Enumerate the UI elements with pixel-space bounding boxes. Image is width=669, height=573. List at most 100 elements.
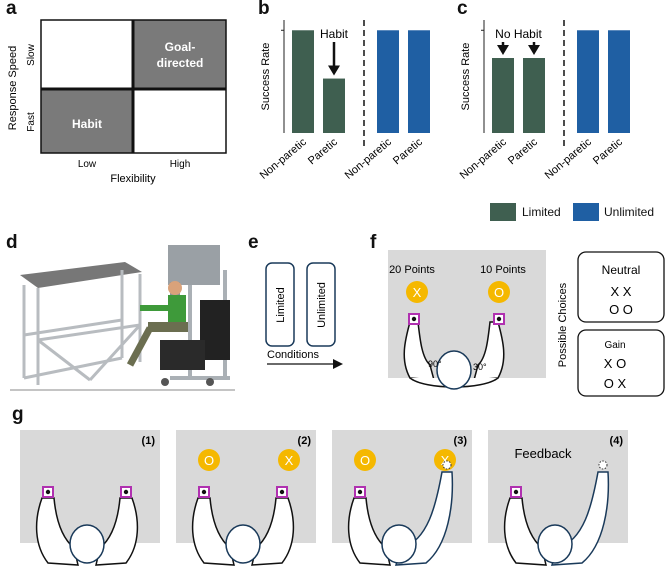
annotation-label-b: Habit: [320, 27, 349, 41]
possible-choices-label: Possible Choices: [557, 282, 569, 367]
habit-quadrant-label: Habit: [72, 117, 102, 131]
neutral-row-1: X X: [611, 284, 632, 299]
y-slow-label: Slow: [26, 43, 37, 65]
panel-f-task: 20 Points 10 Points X O 90° 30° Possible…: [388, 250, 665, 397]
arms-1: [35, 497, 139, 566]
arms-3: [347, 471, 454, 566]
bar-b-1: [323, 78, 345, 133]
annotation-label-c: No Habit: [495, 27, 542, 41]
panel-label-a: a: [6, 0, 17, 19]
right-hand-cursor-3: [442, 460, 452, 470]
person-legs-upper: [148, 322, 188, 332]
condition-box-unlimited: [306, 262, 336, 347]
left-hand-dot-4: [513, 489, 519, 495]
person-head: [168, 281, 182, 295]
panel-a-quadrant: Goal- directed Habit Response Speed Slow…: [7, 19, 227, 185]
right-hand-dot: [496, 316, 502, 322]
participant-head-2: [225, 524, 261, 564]
step2-target-right-circle: [278, 449, 300, 471]
left-hand-dot-1: [45, 489, 51, 495]
left-arm-4: [503, 497, 547, 566]
gain-row-1: X O: [604, 356, 626, 371]
bar-c-2: [577, 30, 599, 133]
panel-g-steps: (1) (2) (3) (4) O X O X Feedback: [20, 430, 628, 566]
person-legs-lower: [126, 326, 154, 367]
step-label-4: (4): [610, 435, 624, 447]
right-hand-cursor-4: [598, 460, 608, 470]
quadrant-bottom-right: [133, 89, 226, 153]
annotation-arrow-head-c-1: [528, 45, 540, 56]
step3-target-right-symbol: X: [441, 453, 450, 468]
step-label-2: (2): [298, 435, 312, 447]
x-low-label: Low: [78, 159, 97, 170]
wheel-2: [206, 378, 214, 386]
right-arm-reaching-4: [550, 471, 610, 566]
panel-label-f: f: [370, 232, 377, 253]
bar-b-2: [377, 30, 399, 133]
step3-target-left-symbol: O: [360, 453, 370, 468]
x-high-label: High: [170, 159, 191, 170]
panel-label-b: b: [258, 0, 270, 19]
bar-b-0: [292, 30, 314, 133]
legend-swatch-unlimited: [573, 203, 599, 221]
quadrant-goal-directed: [133, 20, 226, 89]
bar-c-1: [523, 58, 545, 133]
participant-head: [436, 350, 472, 390]
condition-limited-label: Limited: [275, 287, 287, 322]
panel-label-g: g: [12, 404, 24, 425]
panel-label-d: d: [6, 232, 18, 253]
feedback-label: Feedback: [514, 446, 572, 461]
x-tick-label-b-3: Paretic: [391, 136, 425, 168]
wheel-1: [161, 378, 169, 386]
person-torso: [168, 295, 186, 325]
gain-title: Gain: [604, 340, 625, 351]
left-hand-dot-3: [357, 489, 363, 495]
annotation-arrow-head-c-0: [497, 45, 509, 56]
arms-4: [503, 471, 610, 566]
step-label-1: (1): [142, 435, 156, 447]
goal-directed-label-2: directed: [157, 56, 204, 70]
participant-head-3: [381, 524, 417, 564]
y-fast-label: Fast: [26, 112, 37, 132]
left-arm-3: [347, 497, 391, 566]
bar-c-0: [492, 58, 514, 133]
target-left-symbol: X: [413, 285, 422, 300]
x-tick-label-c-3: Paretic: [591, 136, 625, 168]
left-points-label: 20 Points: [389, 264, 435, 276]
step2-target-left-symbol: O: [204, 453, 214, 468]
conditions-arrow-head: [333, 359, 343, 369]
annotation-arrow-head-b-0: [328, 65, 340, 76]
condition-unlimited-label: Unlimited: [316, 282, 328, 328]
step3-target-left-circle: [354, 449, 376, 471]
panel-e-conditions: Limited Unlimited Conditions: [265, 262, 343, 369]
y-axis-title: Response Speed: [7, 46, 19, 130]
step-label-3: (3): [454, 435, 468, 447]
right-hand-dot-1: [123, 489, 129, 495]
x-tick-label-c-0: Non-paretic: [458, 136, 510, 182]
legend-swatch-limited: [490, 203, 516, 221]
table-top: [20, 262, 142, 288]
x-tick-label-c-2: Non-paretic: [543, 136, 595, 182]
x-tick-label-c-1: Paretic: [506, 136, 540, 168]
right-hand-dot-2: [279, 489, 285, 495]
left-hand-dot: [411, 316, 417, 322]
bar-c-3: [608, 30, 630, 133]
quadrant-top-left: [41, 20, 133, 89]
participant-head-4: [537, 524, 573, 564]
panel-label-e: e: [248, 232, 259, 253]
x-tick-label-b-2: Non-paretic: [343, 136, 395, 182]
step2-target-right-symbol: X: [285, 453, 294, 468]
robot-base: [160, 340, 205, 370]
neutral-title: Neutral: [602, 263, 641, 277]
right-points-label: 10 Points: [480, 264, 526, 276]
step2-target-left-circle: [198, 449, 220, 471]
left-arm-2: [191, 497, 235, 566]
bar-b-3: [408, 30, 430, 133]
legend-label-unlimited: Unlimited: [604, 205, 655, 219]
goal-directed-label-1: Goal-: [165, 40, 196, 54]
x-tick-label-b-0: Non-paretic: [258, 136, 310, 182]
robot-head-unit: [168, 245, 220, 285]
right-arm-1: [95, 497, 139, 566]
